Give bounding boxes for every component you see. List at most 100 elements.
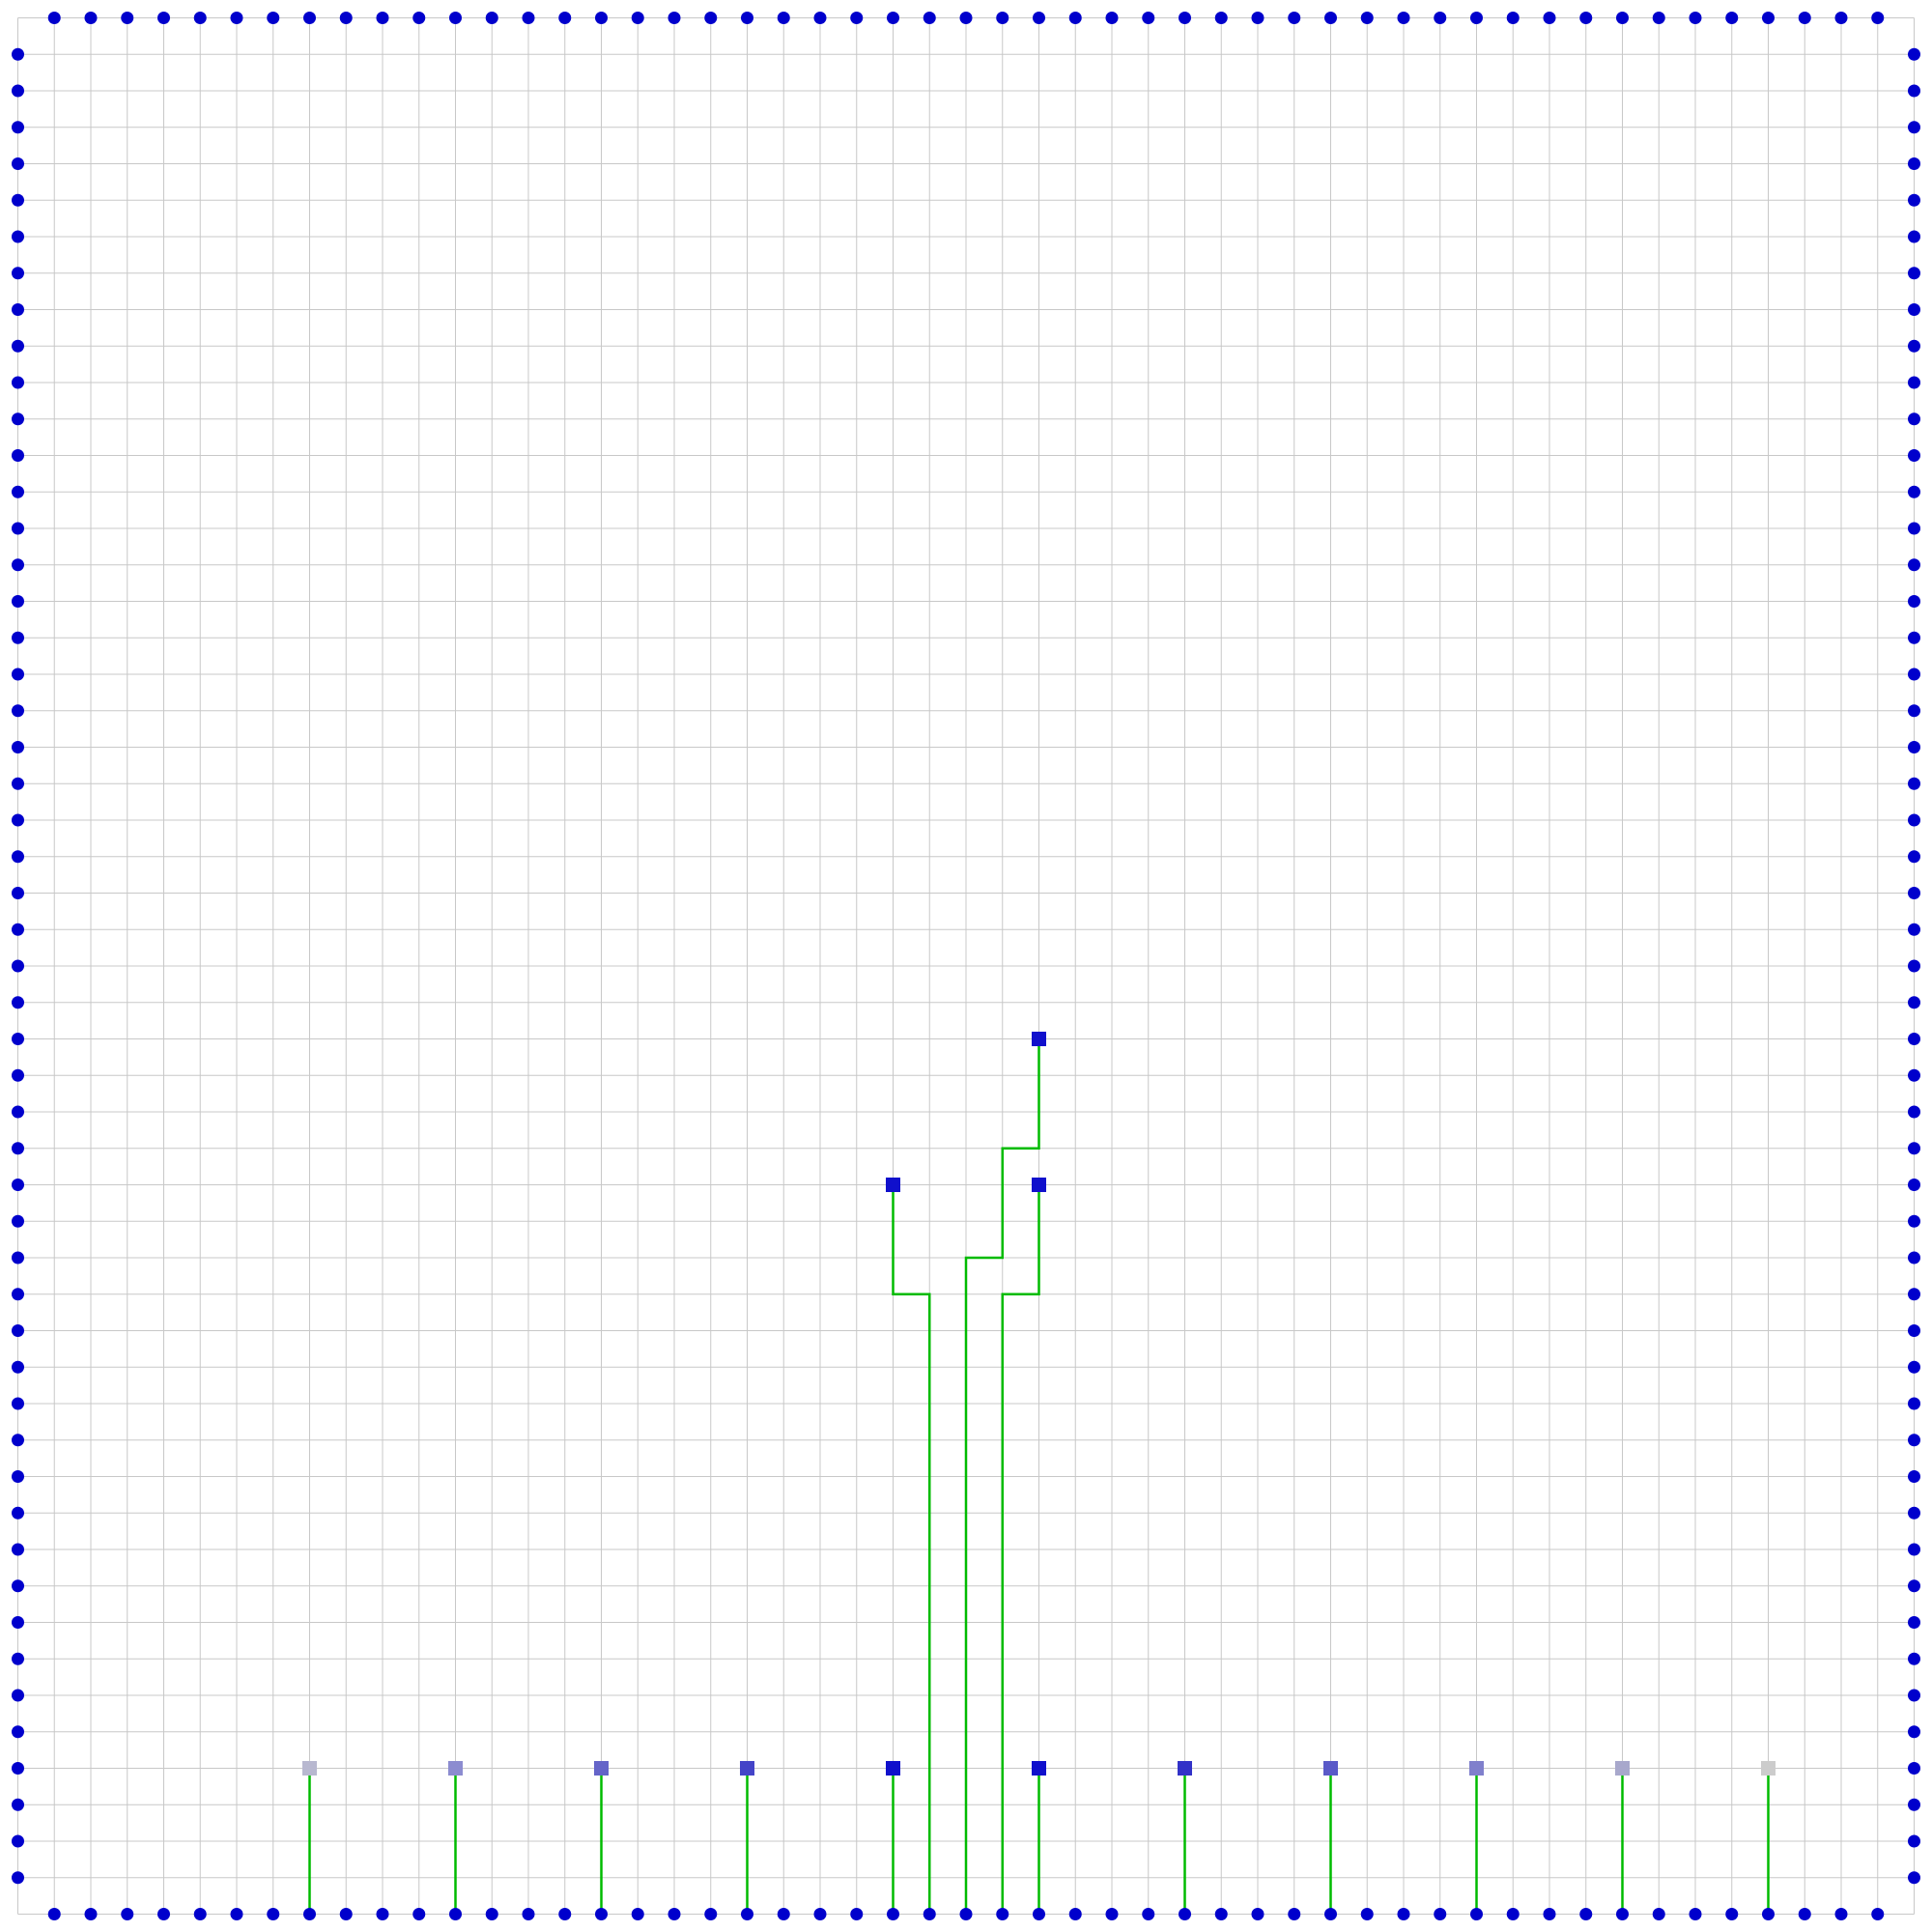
node-n5[interactable]: [448, 1761, 463, 1776]
pin-top[interactable]: [1871, 12, 1885, 24]
pin-bottom[interactable]: [704, 1908, 718, 1920]
pin-right[interactable]: [1908, 47, 1920, 61]
node-n6[interactable]: [594, 1761, 609, 1776]
pin-bottom[interactable]: [412, 1908, 426, 1920]
pin-bottom[interactable]: [1798, 1908, 1811, 1920]
pin-top[interactable]: [1324, 12, 1337, 24]
pin-bottom[interactable]: [230, 1908, 243, 1920]
pin-left[interactable]: [12, 339, 24, 353]
pin-right[interactable]: [1908, 813, 1920, 827]
pin-top[interactable]: [1834, 12, 1848, 24]
pin-left[interactable]: [12, 887, 24, 899]
pin-bottom[interactable]: [1397, 1908, 1410, 1920]
pin-right[interactable]: [1908, 339, 1920, 353]
pin-bottom[interactable]: [1834, 1908, 1848, 1920]
pin-top[interactable]: [522, 12, 535, 24]
pin-bottom[interactable]: [1142, 1908, 1155, 1920]
pin-bottom[interactable]: [850, 1908, 864, 1920]
pin-left[interactable]: [12, 230, 24, 243]
pin-top[interactable]: [1543, 12, 1556, 24]
pin-top[interactable]: [1251, 12, 1264, 24]
pin-left[interactable]: [12, 1068, 24, 1082]
pin-top[interactable]: [1434, 12, 1447, 24]
pin-left[interactable]: [12, 923, 24, 936]
pin-left[interactable]: [12, 777, 24, 790]
pin-left[interactable]: [12, 1470, 24, 1483]
pin-left[interactable]: [12, 1251, 24, 1264]
pin-right[interactable]: [1908, 376, 1920, 389]
pin-right[interactable]: [1908, 1251, 1920, 1264]
pin-left[interactable]: [12, 996, 24, 1009]
pin-left[interactable]: [12, 704, 24, 718]
pin-bottom[interactable]: [813, 1908, 827, 1920]
pin-right[interactable]: [1908, 1105, 1920, 1119]
pin-right[interactable]: [1908, 522, 1920, 535]
pin-right[interactable]: [1908, 1543, 1920, 1556]
pin-top[interactable]: [412, 12, 426, 24]
pin-bottom[interactable]: [1434, 1908, 1447, 1920]
pin-right[interactable]: [1908, 631, 1920, 644]
pin-top[interactable]: [84, 12, 98, 24]
pin-top[interactable]: [1288, 12, 1301, 24]
pin-top[interactable]: [230, 12, 243, 24]
pin-bottom[interactable]: [376, 1908, 389, 1920]
pin-bottom[interactable]: [522, 1908, 535, 1920]
pin-top[interactable]: [1798, 12, 1811, 24]
pin-left[interactable]: [12, 741, 24, 753]
pin-left[interactable]: [12, 1360, 24, 1374]
pin-left[interactable]: [12, 157, 24, 170]
pin-right[interactable]: [1908, 741, 1920, 753]
pin-right[interactable]: [1908, 1689, 1920, 1702]
pin-bottom[interactable]: [449, 1908, 462, 1920]
pin-left[interactable]: [12, 558, 24, 572]
pin-right[interactable]: [1908, 1834, 1920, 1848]
pin-bottom[interactable]: [1068, 1908, 1082, 1920]
pin-left[interactable]: [12, 813, 24, 827]
pin-left[interactable]: [12, 959, 24, 973]
pin-top[interactable]: [267, 12, 280, 24]
pin-left[interactable]: [12, 1834, 24, 1848]
pin-right[interactable]: [1908, 1360, 1920, 1374]
pin-bottom[interactable]: [996, 1908, 1009, 1920]
pin-top[interactable]: [1652, 12, 1665, 24]
pin-left[interactable]: [12, 412, 24, 426]
pin-bottom[interactable]: [303, 1908, 316, 1920]
pin-right[interactable]: [1908, 558, 1920, 572]
pin-bottom[interactable]: [1579, 1908, 1593, 1920]
pin-top[interactable]: [1470, 12, 1483, 24]
pin-bottom[interactable]: [558, 1908, 572, 1920]
pin-bottom[interactable]: [1506, 1908, 1520, 1920]
pin-top[interactable]: [704, 12, 718, 24]
node-n7[interactable]: [740, 1761, 754, 1776]
pin-top[interactable]: [303, 12, 316, 24]
pin-top[interactable]: [1689, 12, 1702, 24]
pin-left[interactable]: [12, 267, 24, 280]
pin-right[interactable]: [1908, 777, 1920, 790]
pin-right[interactable]: [1908, 959, 1920, 973]
pin-top[interactable]: [157, 12, 170, 24]
pin-bottom[interactable]: [121, 1908, 134, 1920]
node-n8[interactable]: [886, 1761, 900, 1776]
pin-top[interactable]: [449, 12, 462, 24]
pin-right[interactable]: [1908, 1288, 1920, 1301]
pin-right[interactable]: [1908, 121, 1920, 134]
pin-top[interactable]: [813, 12, 827, 24]
pin-bottom[interactable]: [1616, 1908, 1629, 1920]
pin-top[interactable]: [631, 12, 644, 24]
pin-right[interactable]: [1908, 1068, 1920, 1082]
node-n9[interactable]: [1032, 1761, 1046, 1776]
pin-right[interactable]: [1908, 1397, 1920, 1410]
pin-bottom[interactable]: [1871, 1908, 1885, 1920]
pin-left[interactable]: [12, 1105, 24, 1119]
pin-bottom[interactable]: [777, 1908, 790, 1920]
pin-left[interactable]: [12, 1725, 24, 1739]
pin-left[interactable]: [12, 47, 24, 61]
pin-right[interactable]: [1908, 704, 1920, 718]
pin-left[interactable]: [12, 303, 24, 316]
pin-left[interactable]: [12, 850, 24, 864]
pin-right[interactable]: [1908, 668, 1920, 681]
pin-bottom[interactable]: [339, 1908, 353, 1920]
pin-top[interactable]: [741, 12, 753, 24]
pin-left[interactable]: [12, 485, 24, 498]
pin-left[interactable]: [12, 1214, 24, 1228]
